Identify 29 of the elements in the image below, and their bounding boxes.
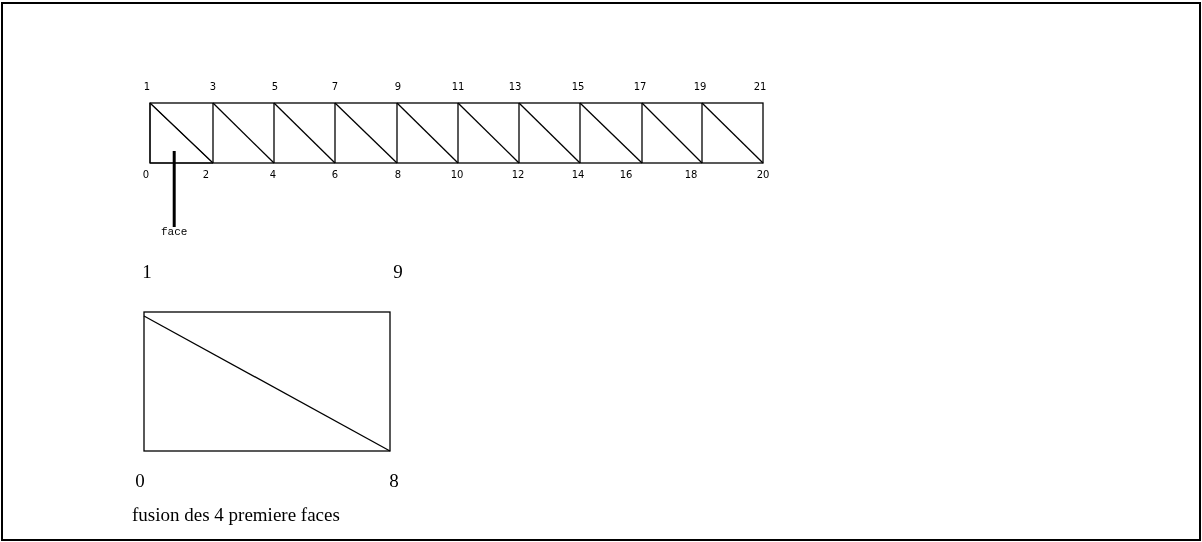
vertex-number: 10 <box>450 170 464 180</box>
vertex-number: 20 <box>756 170 770 180</box>
vertex-number: 4 <box>269 170 277 180</box>
vertex-number: 17 <box>633 82 647 92</box>
vertex-number: 18 <box>684 170 698 180</box>
vertex-number: 3 <box>209 82 217 92</box>
vertex-number: 1 <box>143 82 151 92</box>
vertex-number: 15 <box>571 82 585 92</box>
face-label: face <box>161 227 188 238</box>
vertex-number: 19 <box>693 82 707 92</box>
vertex-number: 11 <box>451 82 465 92</box>
vertex-number: 0 <box>142 170 150 180</box>
vertex-number: 9 <box>394 82 402 92</box>
vertex-number: 13 <box>508 82 522 92</box>
vertex-number: 0 <box>135 471 145 490</box>
leader-line <box>172 151 176 227</box>
vertex-number: 12 <box>511 170 525 180</box>
vertex-number: 14 <box>571 170 585 180</box>
vertex-number: 5 <box>271 82 279 92</box>
vertex-number: 1 <box>142 262 152 281</box>
vertex-number: 6 <box>331 170 339 180</box>
vertex-number: 9 <box>393 262 403 281</box>
vertex-number: 7 <box>331 82 339 92</box>
triangle-face <box>149 102 214 164</box>
caption: fusion des 4 premiere faces <box>132 505 340 524</box>
vertex-number: 16 <box>619 170 633 180</box>
vertex-number: 8 <box>394 170 402 180</box>
vertex-number: 8 <box>389 471 399 490</box>
vertex-number: 21 <box>753 82 767 92</box>
